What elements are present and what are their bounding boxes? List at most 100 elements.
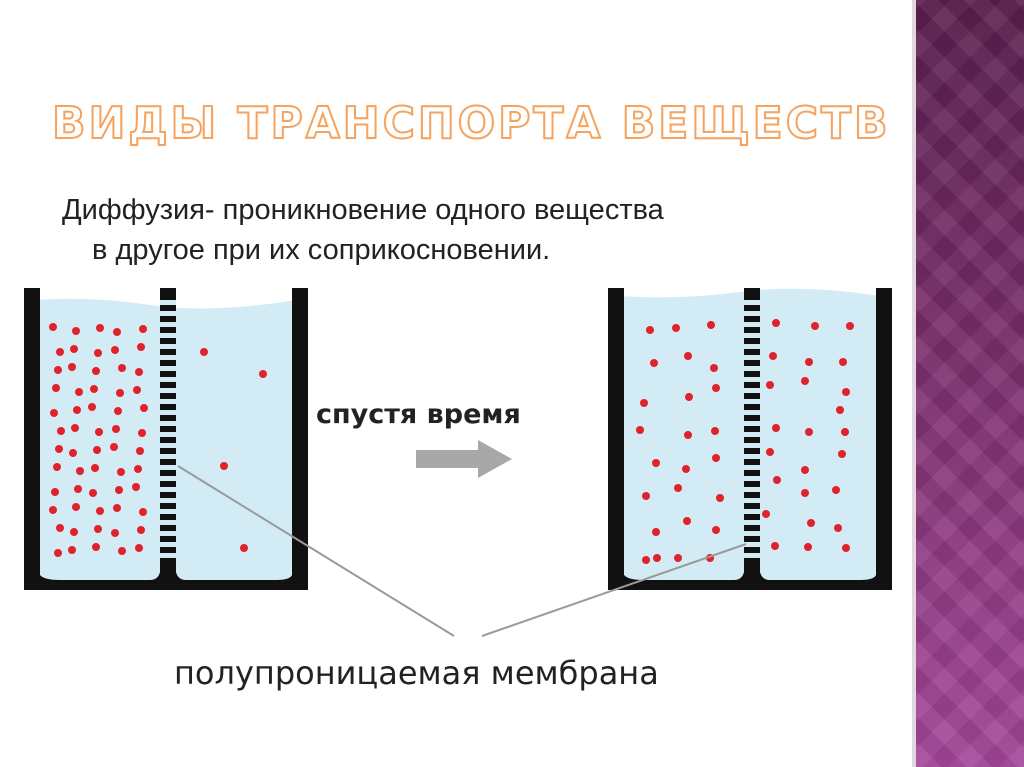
membrane-pore	[744, 355, 760, 360]
solute-particle	[53, 463, 61, 471]
membrane-pore	[160, 531, 176, 536]
solute-particle	[259, 370, 267, 378]
solute-particle	[70, 528, 78, 536]
solute-particle	[54, 549, 62, 557]
solute-particle	[76, 467, 84, 475]
membrane-pore	[744, 542, 760, 547]
vessel-before-walls	[24, 288, 308, 590]
membrane-pore	[160, 322, 176, 327]
membrane-pore	[744, 487, 760, 492]
solute-particle	[113, 504, 121, 512]
membrane-pore	[160, 465, 176, 470]
solute-particle	[118, 364, 126, 372]
solute-particle	[68, 363, 76, 371]
solute-particle	[52, 384, 60, 392]
solute-particle	[132, 483, 140, 491]
solute-particle	[113, 328, 121, 336]
solute-particle	[90, 385, 98, 393]
solute-particle	[70, 345, 78, 353]
solute-particle	[92, 543, 100, 551]
solute-particle	[134, 465, 142, 473]
solute-particle	[773, 476, 781, 484]
solute-particle	[636, 426, 644, 434]
membrane-label: полупроницаемая мембрана	[174, 654, 659, 692]
solute-particle	[92, 367, 100, 375]
solute-particle	[89, 489, 97, 497]
membrane-pore	[160, 487, 176, 492]
solute-particle	[707, 321, 715, 329]
solute-particle	[49, 323, 57, 331]
solute-particle	[137, 526, 145, 534]
membrane-pore	[160, 542, 176, 547]
solute-particle	[140, 404, 148, 412]
solute-particle	[135, 544, 143, 552]
slide-body-text: Диффузия- проникновение одного вещества …	[62, 190, 882, 270]
membrane-pore	[160, 476, 176, 481]
pointer-line-left	[177, 465, 455, 637]
solute-particle	[138, 429, 146, 437]
solute-particle	[68, 546, 76, 554]
solute-particle	[801, 489, 809, 497]
membrane-after	[744, 300, 760, 558]
solute-particle	[55, 445, 63, 453]
solute-particle	[75, 388, 83, 396]
body-text-line-2: в другое при их соприкосновении.	[92, 234, 551, 266]
membrane-pore	[744, 388, 760, 393]
membrane-pore	[744, 421, 760, 426]
membrane-pore	[160, 443, 176, 448]
membrane-pore	[744, 322, 760, 327]
membrane-pore	[744, 476, 760, 481]
solute-particle	[841, 428, 849, 436]
solute-particle	[712, 384, 720, 392]
solute-particle	[118, 547, 126, 555]
after-time-label: спустя время	[316, 399, 521, 430]
membrane-pore	[160, 344, 176, 349]
membrane-pore	[744, 520, 760, 525]
membrane-pore	[160, 553, 176, 558]
solute-particle	[642, 492, 650, 500]
membrane-pore	[744, 509, 760, 514]
solute-particle	[805, 358, 813, 366]
solute-particle	[772, 424, 780, 432]
membrane-pore	[160, 399, 176, 404]
solute-particle	[801, 377, 809, 385]
solute-particle	[240, 544, 248, 552]
solute-particle	[115, 486, 123, 494]
membrane-pore	[160, 410, 176, 415]
membrane-pore	[744, 465, 760, 470]
solute-particle	[836, 406, 844, 414]
solute-particle	[762, 510, 770, 518]
solute-particle	[674, 484, 682, 492]
solute-particle	[93, 446, 101, 454]
solute-particle	[653, 554, 661, 562]
solute-particle	[769, 352, 777, 360]
solute-particle	[842, 544, 850, 552]
membrane-pore	[160, 520, 176, 525]
solute-particle	[69, 449, 77, 457]
membrane-pore	[744, 377, 760, 382]
side-divider	[912, 0, 916, 767]
solute-particle	[712, 454, 720, 462]
solute-particle	[54, 366, 62, 374]
membrane-pore	[744, 454, 760, 459]
solute-particle	[137, 343, 145, 351]
solute-particle	[834, 524, 842, 532]
membrane-pore	[160, 388, 176, 393]
solute-particle	[672, 324, 680, 332]
solute-particle	[96, 507, 104, 515]
solute-particle	[56, 524, 64, 532]
solute-particle	[133, 386, 141, 394]
solute-particle	[88, 403, 96, 411]
solute-particle	[94, 525, 102, 533]
membrane-pore	[744, 443, 760, 448]
vessel-before	[24, 288, 308, 590]
membrane-pore	[160, 509, 176, 514]
solute-particle	[684, 352, 692, 360]
solute-particle	[771, 542, 779, 550]
solute-particle	[716, 494, 724, 502]
solute-particle	[139, 325, 147, 333]
membrane-pore	[744, 366, 760, 371]
solute-particle	[72, 503, 80, 511]
solute-particle	[766, 448, 774, 456]
membrane-pore	[744, 432, 760, 437]
